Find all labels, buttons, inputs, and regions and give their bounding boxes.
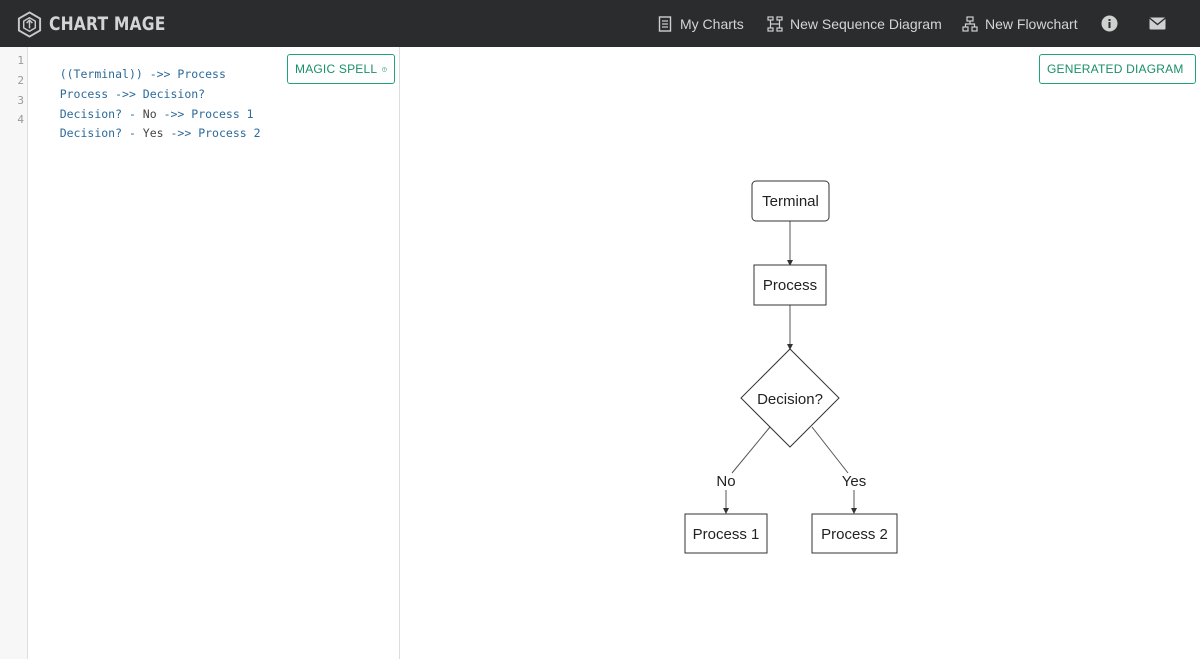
- code-line[interactable]: Decision? - No ->> Process 1: [32, 93, 254, 135]
- code-token-label: Yes: [142, 126, 164, 140]
- info-icon[interactable]: [1101, 15, 1118, 32]
- code-token-label: No: [142, 107, 157, 121]
- node-process-1[interactable]: Process 1: [684, 513, 768, 554]
- node-process-1-label: Process 1: [693, 526, 760, 543]
- help-circle-icon: [382, 66, 387, 72]
- edge-label-yes: Yes: [842, 473, 866, 490]
- sequence-icon: [767, 15, 783, 32]
- node-process-2[interactable]: Process 2: [811, 513, 898, 554]
- magic-spell-label: MAGIC SPELL: [295, 62, 378, 76]
- nav-my-charts-label: My Charts: [680, 15, 744, 32]
- code-line[interactable]: Process ->> Decision?: [32, 73, 205, 115]
- document-icon: [658, 15, 672, 32]
- generated-diagram-label: GENERATED DIAGRAM: [1047, 62, 1184, 76]
- code-line[interactable]: Decision? - Yes ->> Process 2: [32, 112, 261, 154]
- code-token: ((Terminal)) ->> Process: [59, 67, 226, 81]
- line-number: 2: [17, 74, 24, 87]
- node-process-label: Process: [763, 277, 817, 294]
- code-line[interactable]: ((Terminal)) ->> Process: [32, 53, 226, 95]
- code-token: Decision? -: [59, 126, 143, 140]
- code-token: Decision? -: [59, 107, 143, 121]
- node-decision-label: Decision?: [757, 391, 823, 408]
- brand-logo[interactable]: CHART MAGE: [16, 9, 191, 39]
- mail-icon[interactable]: [1149, 17, 1166, 30]
- nav-new-flowchart-label: New Flowchart: [985, 15, 1078, 32]
- edge-decision-yes: [811, 426, 849, 474]
- node-terminal[interactable]: Terminal: [751, 180, 830, 222]
- line-number: 4: [17, 113, 24, 126]
- edge-label-no: No: [716, 473, 735, 490]
- nav-my-charts[interactable]: My Charts: [657, 0, 744, 47]
- node-terminal-label: Terminal: [762, 193, 819, 210]
- node-decision[interactable]: Decision?: [740, 348, 840, 448]
- code-token: ->> Process 1: [156, 107, 254, 121]
- nav-new-sequence-label: New Sequence Diagram: [790, 15, 942, 32]
- magic-spell-button[interactable]: MAGIC SPELL: [287, 54, 395, 84]
- nav-new-flowchart[interactable]: New Flowchart: [962, 0, 1078, 47]
- line-number: 3: [17, 94, 24, 107]
- code-editor[interactable]: 1 2 3 4 ((Terminal)) ->> Process Process…: [0, 47, 400, 659]
- line-number: 1: [17, 54, 24, 67]
- code-token: ->> Process 2: [163, 126, 261, 140]
- edge-decision-no: [731, 426, 771, 474]
- brand-name: CHART MAGE: [49, 13, 166, 35]
- line-number-gutter: 1 2 3 4: [0, 47, 28, 659]
- nav-new-sequence-diagram[interactable]: New Sequence Diagram: [767, 0, 942, 47]
- flowchart-diagram: Terminal Process Decision? No Yes Proces…: [684, 180, 898, 554]
- top-navbar: CHART MAGE My Charts New Sequence Diagra…: [0, 0, 1200, 47]
- code-token: Process ->> Decision?: [59, 87, 206, 101]
- flowchart-icon: [962, 15, 978, 32]
- diagram-canvas: GENERATED DIAGRAM Terminal Process: [401, 47, 1200, 659]
- node-process[interactable]: Process: [753, 264, 827, 306]
- generated-diagram-button[interactable]: GENERATED DIAGRAM: [1039, 54, 1196, 84]
- hexagon-logo-icon: [17, 10, 42, 38]
- node-process-2-label: Process 2: [821, 526, 888, 543]
